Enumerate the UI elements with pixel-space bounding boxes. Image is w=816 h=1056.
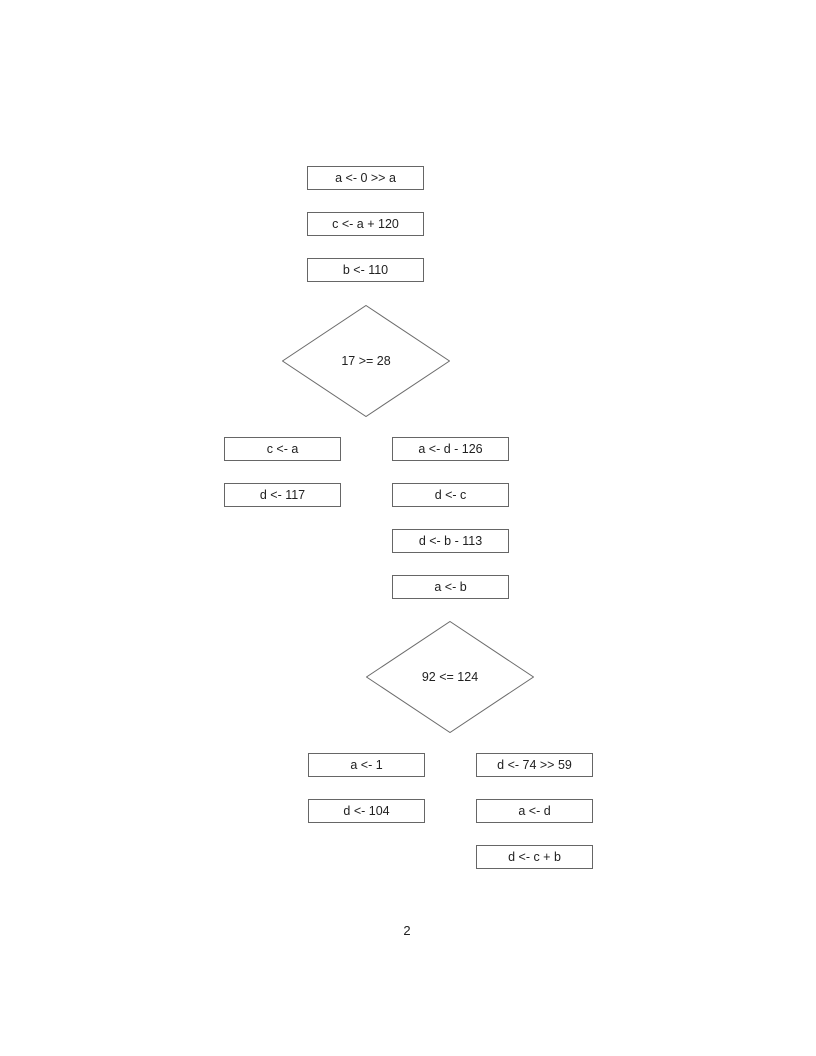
process-box: a <- b	[392, 575, 509, 599]
process-box-label: d <- c + b	[508, 849, 561, 864]
process-box: d <- 104	[308, 799, 425, 823]
decision-label: 17 >= 28	[341, 354, 391, 368]
process-box: d <- c + b	[476, 845, 593, 869]
process-box: d <- b - 113	[392, 529, 509, 553]
process-box-label: a <- d	[518, 803, 551, 818]
process-box-label: d <- 104	[343, 803, 390, 818]
process-box-label: d <- 117	[259, 487, 306, 502]
process-box-label: c <- a + 120	[332, 216, 399, 231]
process-box: c <- a + 120	[307, 212, 424, 236]
diamond-shape-icon	[366, 621, 534, 733]
decision-diamond: 92 <= 124	[366, 621, 534, 733]
process-box: c <- a	[224, 437, 341, 461]
process-box-label: b <- 110	[342, 262, 389, 277]
process-box-label: d <- b - 113	[418, 533, 483, 548]
process-box-label: a <- 1	[350, 757, 383, 772]
process-box-label: c <- a	[266, 441, 299, 456]
process-box: d <- c	[392, 483, 509, 507]
process-box-label: d <- c	[434, 487, 467, 502]
process-box: d <- 117	[224, 483, 341, 507]
process-box: a <- 0 >> a	[307, 166, 424, 190]
diamond-shape-icon	[282, 305, 450, 417]
process-box-label: d <- 74 >> 59	[497, 757, 572, 772]
process-box-label: a <- b	[434, 579, 467, 594]
decision-diamond: 17 >= 28	[282, 305, 450, 417]
process-box: d <- 74 >> 59	[476, 753, 593, 777]
decision-label: 92 <= 124	[421, 670, 479, 684]
process-box-label: a <- 0 >> a	[335, 170, 396, 185]
process-box: a <- 1	[308, 753, 425, 777]
process-box: b <- 110	[307, 258, 424, 282]
process-box-label: a <- d - 126	[418, 441, 483, 456]
process-box: a <- d	[476, 799, 593, 823]
page-number: 2	[403, 923, 411, 938]
process-box: a <- d - 126	[392, 437, 509, 461]
